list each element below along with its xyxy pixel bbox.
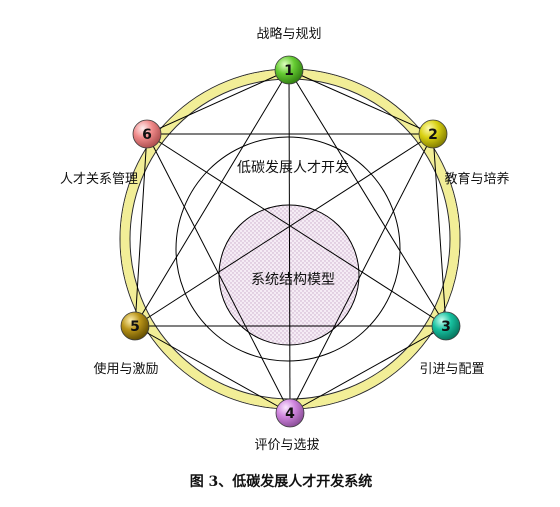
node-5-label: 使用与激励 (93, 361, 158, 377)
connection-line-1-5 (134, 69, 290, 327)
node-5: 5 (120, 311, 150, 341)
node-2: 2 (418, 119, 448, 149)
node-4-number: 4 (285, 406, 295, 422)
node-5-number: 5 (130, 319, 140, 335)
connection-line-1-2 (288, 69, 434, 135)
connection-lines (134, 69, 447, 414)
node-6-label: 人才关系管理 (60, 172, 138, 187)
node-4: 4 (275, 398, 305, 428)
figure-caption: 图 3、低碳发展人才开发系统 (190, 473, 373, 490)
node-3-label: 引进与配置 (419, 362, 484, 377)
node-2-ball (418, 119, 448, 149)
node-2-label: 教育与培养 (444, 171, 509, 187)
node-4-label: 评价与选拔 (254, 438, 319, 453)
node-6-number: 6 (142, 127, 152, 143)
inner-core-label: 系统结构模型 (251, 272, 335, 288)
connection-line-1-4 (288, 69, 291, 414)
node-6-ball (132, 119, 162, 149)
connection-line-2-5 (134, 133, 434, 327)
node-6: 6 (132, 119, 162, 149)
node-1-number: 1 (284, 63, 294, 79)
node-1-label: 战略与规划 (256, 26, 321, 42)
connection-line-2-4 (289, 133, 434, 414)
node-3-number: 3 (441, 319, 451, 335)
connection-line-1-3 (288, 69, 447, 327)
connection-line-5-6 (134, 133, 148, 327)
node-2-number: 2 (428, 127, 438, 143)
connection-line-4-6 (146, 133, 291, 414)
node-1-ball (274, 55, 304, 85)
node-1: 1 (274, 55, 304, 85)
node-3: 3 (431, 311, 461, 341)
node-4-ball (275, 398, 305, 428)
node-5-ball (120, 311, 150, 341)
node-3-ball (431, 311, 461, 341)
connection-line-3-4 (289, 325, 447, 414)
connection-line-2-3 (432, 133, 447, 327)
connection-line-1-6 (146, 69, 290, 135)
connection-line-3-6 (146, 133, 447, 327)
connection-line-4-5 (134, 325, 291, 414)
middle-ring-label: 低碳发展人才开发 (237, 160, 349, 176)
